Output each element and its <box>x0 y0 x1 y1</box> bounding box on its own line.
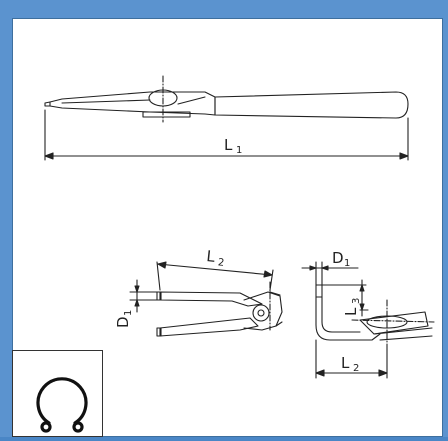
svg-text:L: L <box>224 136 233 154</box>
pliers-top-view <box>156 281 283 337</box>
svg-text:L: L <box>341 354 350 372</box>
svg-text:1: 1 <box>344 258 350 269</box>
upper-tip <box>156 291 162 301</box>
jaw-inner <box>321 296 361 333</box>
tip-side-view <box>315 284 435 351</box>
label-l3: L 3 <box>342 298 362 316</box>
dimension-l1 <box>44 109 409 161</box>
dimension-l2-right <box>315 339 388 379</box>
pliers-head <box>243 291 283 331</box>
handle-stubs <box>269 291 283 327</box>
pivot-inner <box>257 309 265 317</box>
dimension-d1-left <box>129 279 159 313</box>
pliers-side-view <box>44 75 409 123</box>
svg-text:2: 2 <box>217 257 224 269</box>
label-d1-right: D 1 <box>332 249 350 269</box>
pliers-tip <box>44 101 51 107</box>
label-l2-left: L 2 <box>206 247 225 269</box>
svg-text:L: L <box>342 307 360 316</box>
pliers-jaw-edge <box>61 99 151 104</box>
lower-tip <box>156 327 162 337</box>
pivot-plate <box>142 111 191 118</box>
circlip-icon-box <box>12 350 103 437</box>
dimension-l2-left <box>156 261 274 291</box>
svg-text:3: 3 <box>351 298 362 304</box>
head-plate <box>359 311 429 335</box>
lower-jaw <box>159 317 259 337</box>
circlip-ring-icon <box>36 377 88 433</box>
pliers-jaw-body <box>49 91 216 116</box>
svg-text:1: 1 <box>123 310 134 316</box>
pliers-handle <box>214 91 409 119</box>
pliers-spring <box>177 96 206 105</box>
dimension-l3 <box>321 279 369 317</box>
svg-text:2: 2 <box>353 363 359 374</box>
head-lines <box>373 327 433 341</box>
jaw-outer <box>315 296 381 341</box>
svg-text:L: L <box>206 247 217 266</box>
label-l2-right: L 2 <box>341 354 359 374</box>
bent-tip <box>315 284 323 298</box>
svg-text:1: 1 <box>236 145 242 156</box>
pivot-outer <box>252 304 270 322</box>
tip-view-horizontal-centre <box>351 319 435 323</box>
svg-text:D: D <box>114 316 132 328</box>
dimension-d1-right <box>301 261 359 286</box>
label-l1: L 1 <box>224 136 242 156</box>
label-d1-left: D 1 <box>114 310 134 328</box>
svg-text:D: D <box>332 249 344 267</box>
